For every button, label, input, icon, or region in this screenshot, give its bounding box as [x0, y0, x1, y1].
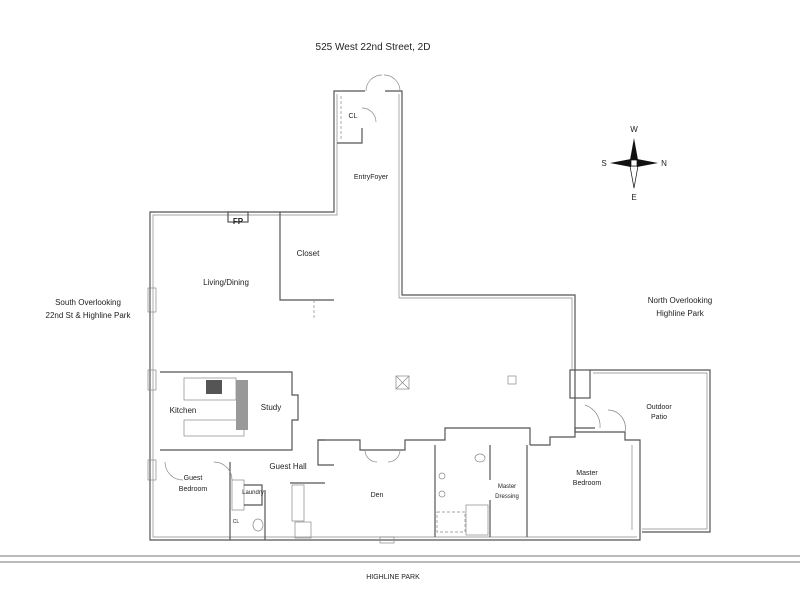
den-walls: [317, 427, 531, 544]
entry-closet: [337, 74, 401, 144]
room-label-entry-closet: CL: [348, 113, 358, 120]
plan-title: 525 West 22nd Street, 2D: [315, 42, 431, 53]
compass-rose-icon: [610, 138, 658, 189]
compass-west-label: W: [630, 125, 638, 134]
room-label-living-dining: Living/Dining: [203, 278, 249, 287]
fireplace-label: FP: [232, 217, 244, 226]
master-bedroom-walls: [530, 369, 633, 530]
south-exposure-line2: 22nd St & Highline Park: [45, 311, 131, 320]
compass-east-label: E: [631, 193, 637, 202]
room-label-master-bedroom-2: Bedroom: [572, 480, 602, 487]
room-label-study: Study: [260, 403, 282, 412]
room-label-guest-bedroom-2: Bedroom: [178, 486, 208, 493]
south-exposure-line1: South Overlooking: [55, 298, 121, 307]
room-label-guest-closet: CL: [232, 519, 240, 525]
room-label-guest-bedroom-1: Guest: [183, 475, 203, 482]
master-bath-walls: [434, 445, 528, 537]
room-label-master-dressing-2: Dressing: [495, 494, 519, 500]
highline-park-label: HIGHLINE PARK: [366, 574, 420, 581]
north-exposure-line1: North Overlooking: [647, 296, 713, 305]
compass-north-label: N: [661, 159, 667, 168]
room-label-closet: Closet: [296, 249, 320, 258]
guest-wing-walls: [164, 461, 325, 540]
skylights: [395, 375, 517, 390]
kitchen-study-walls: [160, 371, 299, 451]
outer-walls: [147, 90, 641, 541]
room-label-entry-foyer: EntryFoyer: [353, 174, 389, 181]
room-label-guest-hall: Guest Hall: [269, 462, 307, 471]
room-label-master-dressing-1: Master: [497, 484, 517, 490]
room-label-den: Den: [370, 492, 384, 499]
room-label-master-bedroom-1: Master: [576, 470, 598, 477]
room-label-kitchen: Kitchen: [169, 406, 197, 415]
north-exposure-line2: Highline Park: [656, 309, 704, 318]
closet-walls: [279, 212, 334, 320]
room-label-laundry: Laundry: [242, 490, 264, 496]
outdoor-patio-outline: [590, 369, 711, 533]
room-label-outdoor-patio-1: Outdoor: [646, 404, 672, 411]
room-label-outdoor-patio-2: Patio: [651, 414, 667, 421]
compass-south-label: S: [601, 159, 607, 168]
